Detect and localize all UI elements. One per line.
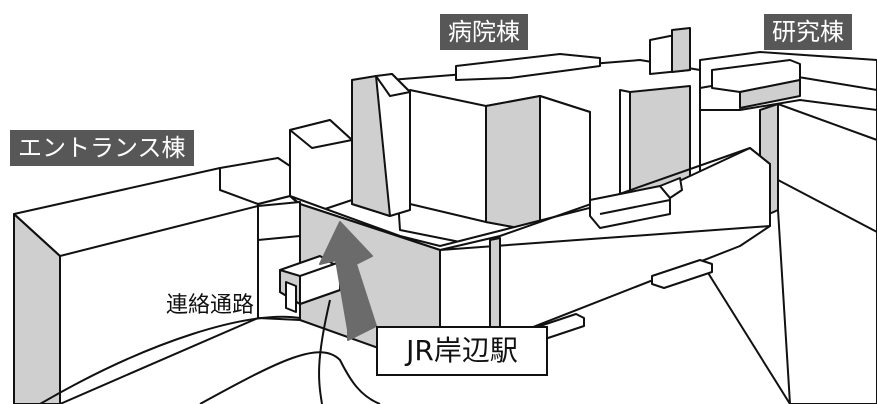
arrow-up-icon (319, 221, 377, 341)
connecting-passage (279, 255, 341, 313)
entrance-building (13, 157, 301, 404)
hospital-tower (351, 73, 411, 217)
connecting-passage-label: 連絡通路 (166, 293, 255, 318)
hospital-building (389, 27, 701, 261)
ground-details (539, 259, 713, 339)
station-label: JR岸辺駅 (376, 326, 548, 376)
hospital-annex (289, 119, 353, 215)
research-building-label: 研究棟 (764, 14, 852, 50)
research-building (699, 51, 877, 404)
ground-paths (39, 299, 381, 404)
hospital-building-label: 病院棟 (440, 14, 528, 50)
entrance-building-label: エントランス棟 (10, 130, 194, 166)
